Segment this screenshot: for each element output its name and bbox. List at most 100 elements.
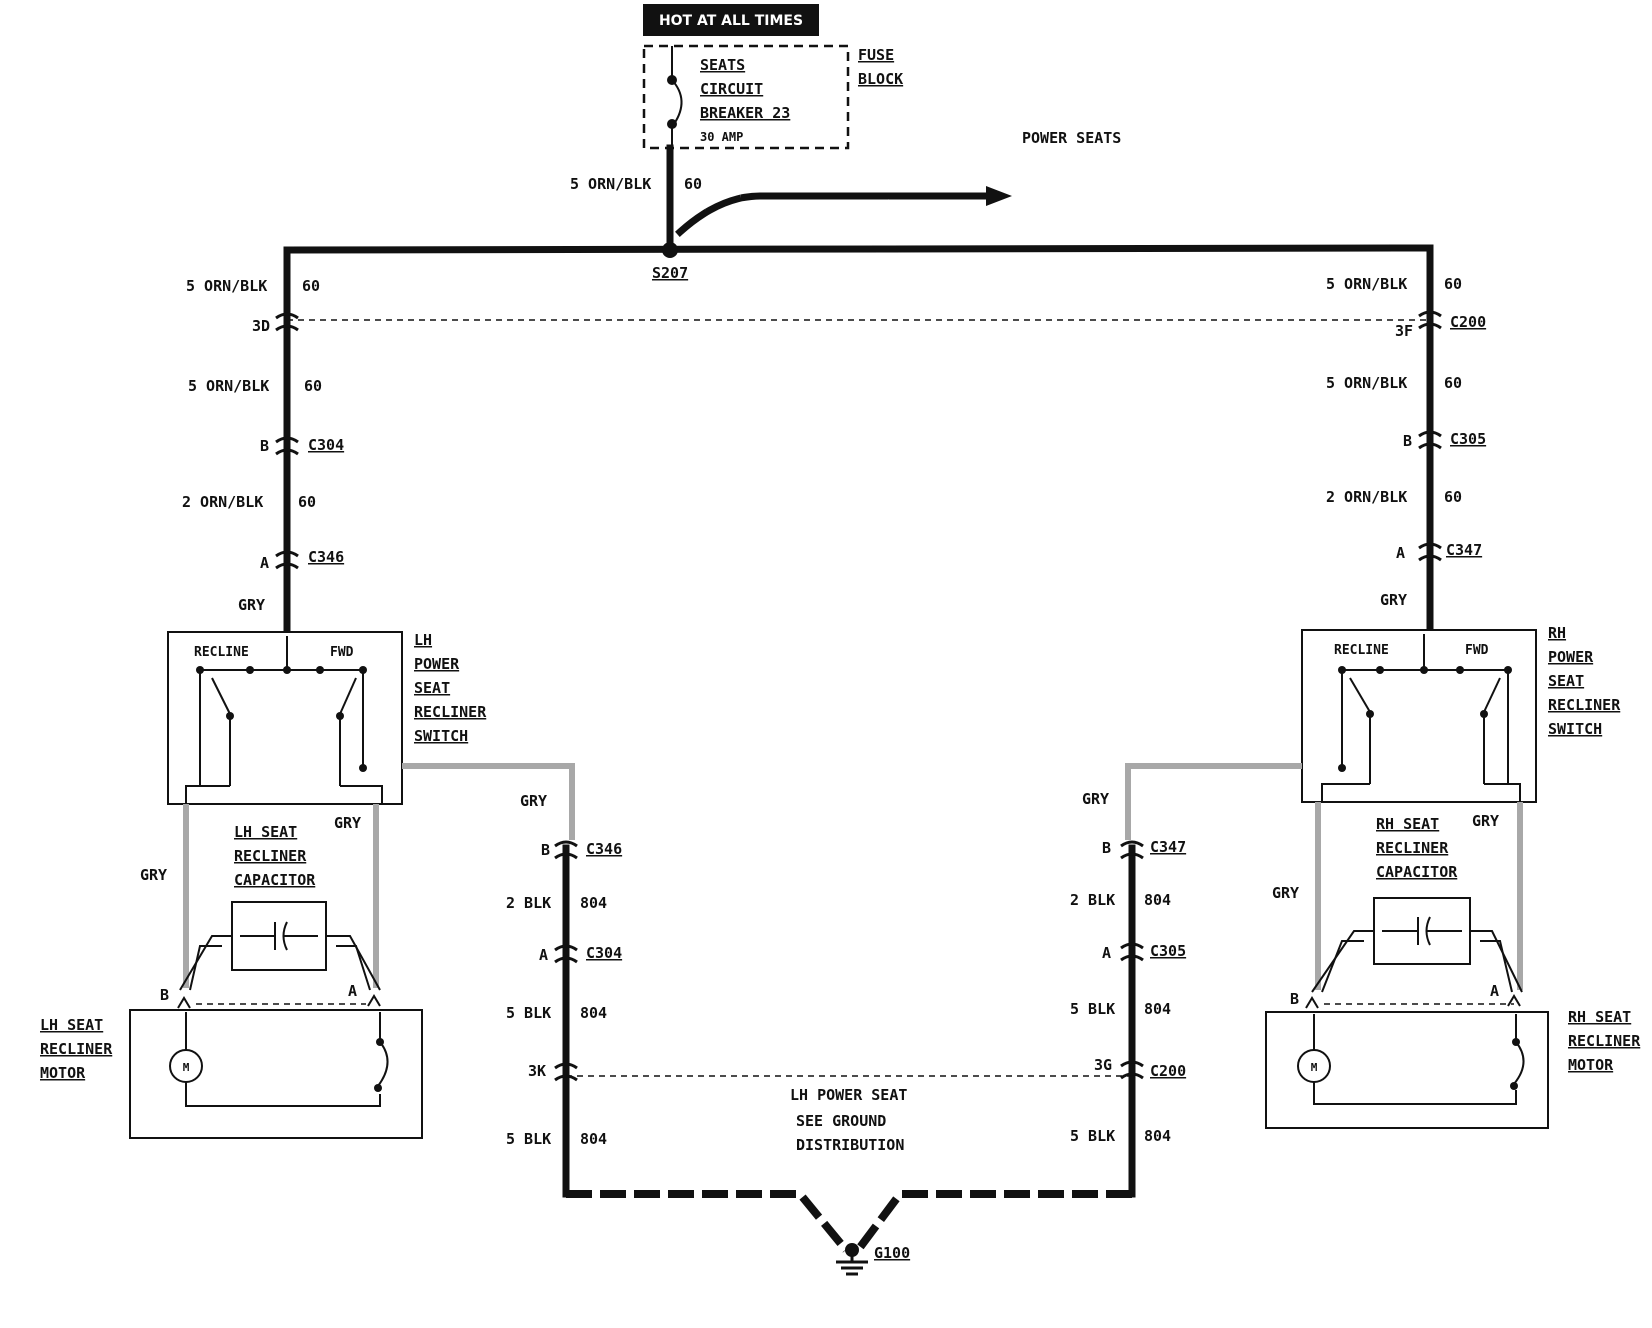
rh-ground-column: B C347 2 BLK 804 A C305 5 BLK 804 3G C20…: [1070, 838, 1186, 1198]
fuse-block: SEATS CIRCUIT BREAKER 23 30 AMP FUSE BLO…: [642, 44, 903, 150]
feed-wire-circuit: 60: [684, 175, 702, 193]
hot-label: HOT AT ALL TIMES: [659, 13, 803, 29]
rh-gry-label: GRY: [1380, 591, 1407, 609]
gnd-rh-wire-2-circuit: 804: [1144, 1000, 1171, 1018]
gnd-rh-wire-1-circuit: 804: [1144, 891, 1171, 909]
lh-motor-symbol: M: [183, 1061, 190, 1074]
rh-motor-name-2: RECLINER: [1568, 1032, 1641, 1050]
lh-capacitor-name-1: LH SEAT: [234, 823, 297, 841]
gnd-lh-wire-2-label: 5 BLK: [506, 1004, 551, 1022]
lh-motor-name-1: LH SEAT: [40, 1016, 103, 1034]
ground-note-1: LH POWER SEAT: [790, 1086, 907, 1104]
lh-mid-wire-circuit: 60: [304, 377, 322, 395]
fuse-block-label-2: BLOCK: [858, 70, 903, 88]
lh-motor-name-2: RECLINER: [40, 1040, 113, 1058]
gnd-lh-wire-3-label: 5 BLK: [506, 1130, 551, 1148]
rh-c347-pin: A: [1396, 544, 1405, 562]
rh-c347-label: C347: [1446, 541, 1482, 559]
gnd-rh-wire-1-label: 2 BLK: [1070, 891, 1115, 909]
gnd-rh-c200-pin: 3G: [1094, 1056, 1112, 1074]
gnd-lh-wire-1-label: 2 BLK: [506, 894, 551, 912]
rh-c305-pin: B: [1403, 432, 1412, 450]
lh-switch-name-5: SWITCH: [414, 727, 468, 745]
rh-low-wire-circuit: 60: [1444, 488, 1462, 506]
rh-motor-gry-a-label: GRY: [1472, 812, 1499, 830]
lh-gry-label: GRY: [238, 596, 265, 614]
rh-upper-wire-label: 5 ORN/BLK: [1326, 275, 1407, 293]
lh-switch-fwd-label: FWD: [330, 645, 354, 660]
gnd-rh-c305-label: C305: [1150, 942, 1186, 960]
lh-capacitor-name-3: CAPACITOR: [234, 871, 316, 889]
gnd-rh-c347-pin: B: [1102, 839, 1111, 857]
lh-recliner-motor: B A M LH SEAT RECLINER MOTOR: [40, 982, 423, 1139]
gnd-rh-wire-3-circuit: 804: [1144, 1127, 1171, 1145]
rh-recliner-switch: RECLINE FWD RH POWER SEAT RECLINER SWITC…: [1301, 624, 1621, 803]
ground-g100-label: G100: [874, 1244, 910, 1262]
breaker-label-2: CIRCUIT: [700, 80, 763, 98]
rh-c200-pin: 3F: [1395, 322, 1413, 340]
gnd-rh-wire-3-label: 5 BLK: [1070, 1127, 1115, 1145]
power-seats-title: POWER SEATS: [1022, 129, 1121, 147]
rh-motor-symbol: M: [1311, 1061, 1318, 1074]
lh-recliner-switch: RECLINE FWD LH POWER SEAT RECLINER SWITC…: [167, 631, 487, 805]
feed-wiring: 5 ORN/BLK 60 S207: [283, 144, 1434, 321]
ground-bus: G100: [566, 1190, 1132, 1276]
rh-capacitor-name-1: RH SEAT: [1376, 815, 1439, 833]
rh-switch-fwd-label: FWD: [1465, 643, 1489, 658]
feed-wire-label: 5 ORN/BLK: [570, 175, 651, 193]
rh-motor-name-3: MOTOR: [1568, 1056, 1614, 1074]
rh-mid-wire-label: 5 ORN/BLK: [1326, 374, 1407, 392]
ground-note-3: DISTRIBUTION: [796, 1136, 904, 1154]
rh-switch-name-2: POWER: [1548, 648, 1594, 666]
lh-ground-column: B C346 2 BLK 804 A C304 5 BLK 804 3K 5 B…: [506, 840, 622, 1198]
rh-c305-label: C305: [1450, 430, 1486, 448]
rh-recliner-motor: B A M RH SEAT RECLINER MOTOR: [1265, 982, 1641, 1129]
gnd-lh-c304-pin: A: [539, 946, 548, 964]
rh-mid-wire-circuit: 60: [1444, 374, 1462, 392]
ground-note-2: SEE GROUND: [796, 1112, 886, 1130]
splice-s207-dot: [662, 242, 678, 258]
breaker-label-1: SEATS: [700, 56, 745, 74]
rh-switch-name-5: SWITCH: [1548, 720, 1602, 738]
lh-c346-pin: A: [260, 554, 269, 572]
gnd-lh-c346-label: C346: [586, 840, 622, 858]
splice-s207-label: S207: [652, 264, 688, 282]
gnd-lh-c200-pin: 3K: [528, 1062, 546, 1080]
lh-feed-column: 5 ORN/BLK 60 3D 5 ORN/BLK 60 B C304 2 OR…: [182, 246, 344, 640]
lh-switch-name-4: RECLINER: [414, 703, 487, 721]
gnd-rh-c305-pin: A: [1102, 944, 1111, 962]
lh-low-wire-circuit: 60: [298, 493, 316, 511]
lh-switch-name-3: SEAT: [414, 679, 450, 697]
gnd-rh-c200-label: C200: [1150, 1062, 1186, 1080]
rh-capacitor-name-3: CAPACITOR: [1376, 863, 1458, 881]
lh-motor-gry-b-label: GRY: [140, 866, 167, 884]
gnd-lh-wire-1-circuit: 804: [580, 894, 607, 912]
rh-low-wire-label: 2 ORN/BLK: [1326, 488, 1407, 506]
gry-wiring: GRY GRY GRY GRY GRY GRY: [140, 763, 1523, 990]
lh-motor-name-3: MOTOR: [40, 1064, 86, 1082]
lh-upper-wire-label: 5 ORN/BLK: [186, 277, 267, 295]
fuse-block-label-1: FUSE: [858, 46, 894, 64]
rh-upper-wire-circuit: 60: [1444, 275, 1462, 293]
lh-motor-pin-b: B: [160, 986, 169, 1004]
gnd-rh-c347-label: C347: [1150, 838, 1186, 856]
gnd-lh-c304-label: C304: [586, 944, 622, 962]
lh-motor-pin-a: A: [348, 982, 357, 1000]
rh-c200-label: C200: [1450, 313, 1486, 331]
lh-mid-wire-label: 5 ORN/BLK: [188, 377, 269, 395]
lh-low-wire-label: 2 ORN/BLK: [182, 493, 263, 511]
rh-motor-name-1: RH SEAT: [1568, 1008, 1631, 1026]
rh-motor-gry-b-label: GRY: [1272, 884, 1299, 902]
lh-switch-recline-label: RECLINE: [194, 645, 249, 660]
gnd-lh-wire-2-circuit: 804: [580, 1004, 607, 1022]
lh-switch-name-2: POWER: [414, 655, 460, 673]
lh-capacitor-name-2: RECLINER: [234, 847, 307, 865]
rh-switch-recline-label: RECLINE: [1334, 643, 1389, 658]
ground-g100-dot: [845, 1243, 859, 1257]
rh-switch-name-3: SEAT: [1548, 672, 1584, 690]
lh-switch-name-1: LH: [414, 631, 432, 649]
gnd-lh-wire-3-circuit: 804: [580, 1130, 607, 1148]
lh-c304-pin: B: [260, 437, 269, 455]
rh-capacitor-name-2: RECLINER: [1376, 839, 1449, 857]
